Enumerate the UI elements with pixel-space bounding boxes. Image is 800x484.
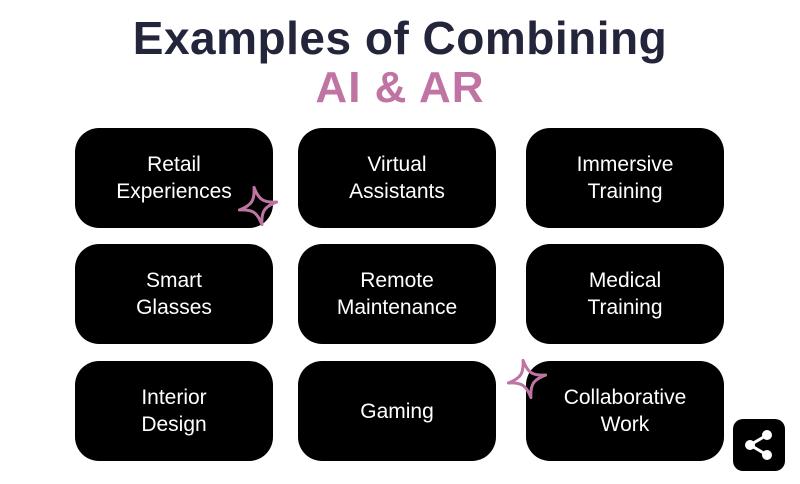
card-immersive-training: Immersive Training [526, 128, 724, 228]
card-label: Retail Experiences [116, 153, 232, 203]
card-interior-design: Interior Design [75, 361, 273, 461]
card-label: Medical Training [587, 269, 663, 319]
page-subtitle: AI & AR [315, 63, 485, 112]
card-medical-training: Medical Training [526, 244, 724, 344]
card-label: Virtual Assistants [349, 153, 445, 203]
sparkle-icon [506, 358, 548, 400]
card-retail-experiences: Retail Experiences [75, 128, 273, 228]
card-label: Gaming [360, 399, 434, 423]
card-label: Smart Glasses [136, 269, 212, 319]
card-label: Collaborative Work [563, 386, 687, 436]
card-smart-glasses: Smart Glasses [75, 244, 273, 344]
card-label: Immersive Training [576, 153, 674, 203]
page-title: Examples of Combining [132, 12, 668, 64]
card-label: Interior Design [141, 386, 207, 436]
share-icon [745, 430, 772, 460]
share-button[interactable] [733, 419, 785, 471]
card-label: Remote Maintenance [336, 269, 458, 319]
sparkle-icon [237, 185, 279, 227]
card-virtual-assistants: Virtual Assistants [298, 128, 496, 228]
card-remote-maintenance: Remote Maintenance [298, 244, 496, 344]
card-gaming: Gaming [298, 361, 496, 461]
card-collaborative-work: Collaborative Work [526, 361, 724, 461]
